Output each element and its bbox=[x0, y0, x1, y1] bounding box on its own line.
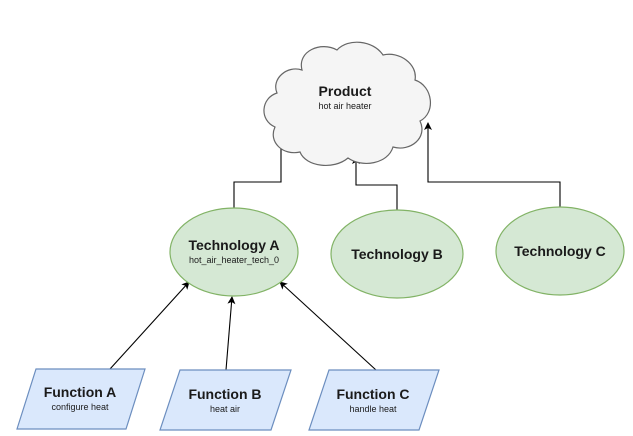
technology-b-title: Technology B bbox=[351, 246, 443, 262]
product-subtitle: hot air heater bbox=[318, 101, 371, 111]
function-b-subtitle: heat air bbox=[210, 404, 240, 414]
function-c-title: Function C bbox=[336, 386, 409, 402]
technology-b-node: Technology B bbox=[330, 209, 464, 299]
function-a-node: Function A configure heat bbox=[16, 368, 146, 430]
technology-a-node: Technology A hot_air_heater_tech_0 bbox=[169, 207, 299, 297]
edge-technology-a-to-product bbox=[233, 136, 285, 208]
edge-technology-c-to-product bbox=[424, 122, 561, 207]
product-title: Product bbox=[319, 83, 372, 99]
function-b-shape bbox=[159, 369, 292, 431]
edges bbox=[109, 122, 561, 371]
function-a-title: Function A bbox=[44, 384, 117, 400]
technology-c-title: Technology C bbox=[514, 243, 606, 259]
function-b-node: Function B heat air bbox=[159, 369, 292, 431]
technology-c-node: Technology C bbox=[495, 206, 625, 296]
edge-technology-b-to-product bbox=[352, 156, 398, 210]
function-c-subtitle: handle heat bbox=[349, 404, 397, 414]
technology-b-shape bbox=[330, 209, 464, 299]
function-a-shape bbox=[16, 368, 146, 430]
function-c-shape bbox=[308, 369, 440, 431]
edge-function-a-to-technology-a bbox=[109, 281, 190, 370]
product-node: Product hot air heater bbox=[263, 41, 432, 166]
function-a-subtitle: configure heat bbox=[51, 402, 109, 412]
technology-a-subtitle: hot_air_heater_tech_0 bbox=[189, 255, 279, 265]
edge-function-c-to-technology-a bbox=[279, 281, 377, 371]
function-c-node: Function C handle heat bbox=[308, 369, 440, 431]
technology-a-shape bbox=[169, 207, 299, 297]
technology-a-title: Technology A bbox=[189, 237, 280, 253]
function-b-title: Function B bbox=[188, 386, 261, 402]
cloud-shape bbox=[263, 41, 432, 166]
technology-c-shape bbox=[495, 206, 625, 296]
edge-function-b-to-technology-a bbox=[225, 296, 236, 371]
